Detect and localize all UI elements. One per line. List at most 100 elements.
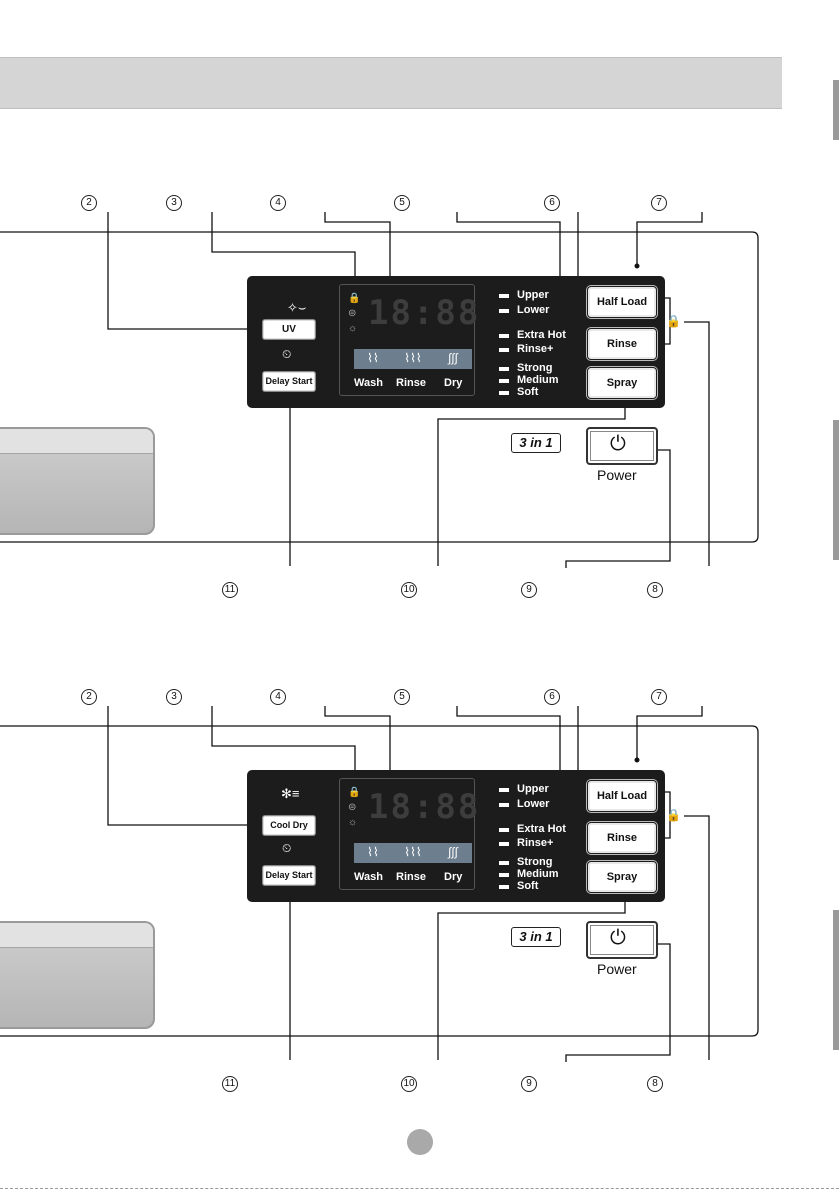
section-header-bar	[0, 57, 782, 109]
dry-icon: ∫∫∫	[448, 351, 458, 365]
led-strong	[499, 861, 509, 865]
callout-2: 2	[79, 685, 99, 705]
indicator-icons: 🔒⊜☼	[348, 787, 361, 828]
control-panel-diagram-bottom: 2 3 4 5 6 7 11 10 9 8 ✻≡ Cool Dry ⏲ Dela…	[0, 494, 839, 1094]
half-load-button[interactable]: Half Load	[588, 287, 656, 317]
led-upper	[499, 294, 509, 298]
led-medium	[499, 873, 509, 877]
cycle-label-rinse: Rinse	[396, 871, 426, 883]
callout-3: 3	[164, 191, 184, 211]
cool-dry-button[interactable]: Cool Dry	[263, 816, 315, 835]
page-number-dot	[407, 1129, 433, 1155]
callout-8: 8	[645, 578, 665, 598]
label-upper: Upper	[517, 783, 549, 795]
callout-4: 4	[268, 191, 288, 211]
clock-icon: ⏲	[282, 841, 292, 855]
power-button[interactable]: ⏻	[586, 427, 658, 465]
led-extra-hot	[499, 828, 509, 832]
power-icon: ⏻	[610, 927, 626, 949]
delay-start-button[interactable]: Delay Start	[263, 372, 315, 391]
label-lower: Lower	[517, 798, 550, 810]
display-window: 🔒⊜☼ 18:88 ⌇⌇ ⌇⌇⌇ ∫∫∫ Wash Rinse Dry	[339, 284, 478, 396]
child-lock-icon: 🔒	[666, 808, 681, 822]
label-medium: Medium	[517, 868, 559, 880]
rinse-icon: ⌇⌇⌇	[404, 351, 422, 365]
cycle-label-wash: Wash	[354, 871, 383, 883]
uv-button[interactable]: UV	[263, 320, 315, 339]
label-rinse-plus: Rinse+	[517, 343, 554, 355]
led-medium	[499, 379, 509, 383]
indicator-icons: 🔒⊜☼	[348, 293, 361, 334]
label-soft: Soft	[517, 386, 539, 398]
cycle-label-dry: Dry	[444, 871, 463, 883]
callout-11: 11	[220, 578, 240, 598]
led-lower	[499, 309, 509, 313]
child-lock-icon: 🔒	[666, 314, 681, 328]
power-label: Power	[597, 467, 637, 483]
callout-8: 8	[645, 1072, 665, 1092]
control-panel: ✧⌣ UV ⏲ Delay Start 🔒⊜☼ 18:88 ⌇⌇ ⌇⌇⌇ ∫∫∫…	[247, 276, 665, 408]
callout-6: 6	[542, 685, 562, 705]
callout-7: 7	[649, 191, 669, 211]
cycle-indicator-bar: ⌇⌇ ⌇⌇⌇ ∫∫∫	[354, 349, 472, 369]
control-panel-diagram-top: 2 3 4 5 6 7 11 10 9 8 ✧⌣ UV ⏲ Delay Star…	[0, 191, 759, 598]
label-strong: Strong	[517, 856, 553, 868]
clock-icon: ⏲	[282, 347, 292, 361]
three-in-one-badge: 3 in 1	[511, 433, 561, 453]
callout-4: 4	[268, 685, 288, 705]
led-soft	[499, 885, 509, 889]
label-upper: Upper	[517, 289, 549, 301]
callout-2: 2	[79, 191, 99, 211]
edge-mark	[833, 910, 839, 1050]
label-medium: Medium	[517, 374, 559, 386]
wash-icon: ⌇⌇	[367, 351, 379, 365]
callout-7: 7	[649, 685, 669, 705]
label-extra-hot: Extra Hot	[517, 329, 566, 341]
edge-mark	[833, 80, 839, 140]
wash-icon: ⌇⌇	[367, 845, 379, 859]
callout-5: 5	[392, 191, 412, 211]
fan-icon: ✻≡	[281, 786, 300, 801]
cycle-label-rinse: Rinse	[396, 377, 426, 389]
led-rinse-plus	[499, 842, 509, 846]
time-display: 18:88	[368, 293, 481, 333]
led-rinse-plus	[499, 348, 509, 352]
callout-10: 10	[399, 578, 419, 598]
callout-6: 6	[542, 191, 562, 211]
rinse-button[interactable]: Rinse	[588, 329, 656, 359]
led-soft	[499, 391, 509, 395]
spray-button[interactable]: Spray	[588, 862, 656, 892]
power-icon: ⏻	[610, 433, 626, 455]
cycle-label-wash: Wash	[354, 377, 383, 389]
grey-label-plate	[0, 427, 155, 535]
power-button[interactable]: ⏻	[586, 921, 658, 959]
callout-9: 9	[519, 1072, 539, 1092]
label-extra-hot: Extra Hot	[517, 823, 566, 835]
grey-label-plate	[0, 921, 155, 1029]
spray-button[interactable]: Spray	[588, 368, 656, 398]
label-strong: Strong	[517, 362, 553, 374]
rinse-icon: ⌇⌇⌇	[404, 845, 422, 859]
three-in-one-badge: 3 in 1	[511, 927, 561, 947]
callout-10: 10	[399, 1072, 419, 1092]
callout-11: 11	[220, 1072, 240, 1092]
delay-start-button[interactable]: Delay Start	[263, 866, 315, 885]
uv-lamp-icon: ✧⌣	[287, 300, 307, 315]
display-window: 🔒⊜☼ 18:88 ⌇⌇ ⌇⌇⌇ ∫∫∫ Wash Rinse Dry	[339, 778, 478, 890]
led-upper	[499, 788, 509, 792]
label-rinse-plus: Rinse+	[517, 837, 554, 849]
power-label: Power	[597, 961, 637, 977]
label-soft: Soft	[517, 880, 539, 892]
dry-icon: ∫∫∫	[448, 845, 458, 859]
time-display: 18:88	[368, 787, 481, 827]
cycle-indicator-bar: ⌇⌇ ⌇⌇⌇ ∫∫∫	[354, 843, 472, 863]
callout-5: 5	[392, 685, 412, 705]
control-panel: ✻≡ Cool Dry ⏲ Delay Start 🔒⊜☼ 18:88 ⌇⌇ ⌇…	[247, 770, 665, 902]
led-strong	[499, 367, 509, 371]
callout-3: 3	[164, 685, 184, 705]
label-lower: Lower	[517, 304, 550, 316]
bottom-rule	[0, 1188, 839, 1189]
led-extra-hot	[499, 334, 509, 338]
rinse-button[interactable]: Rinse	[588, 823, 656, 853]
half-load-button[interactable]: Half Load	[588, 781, 656, 811]
